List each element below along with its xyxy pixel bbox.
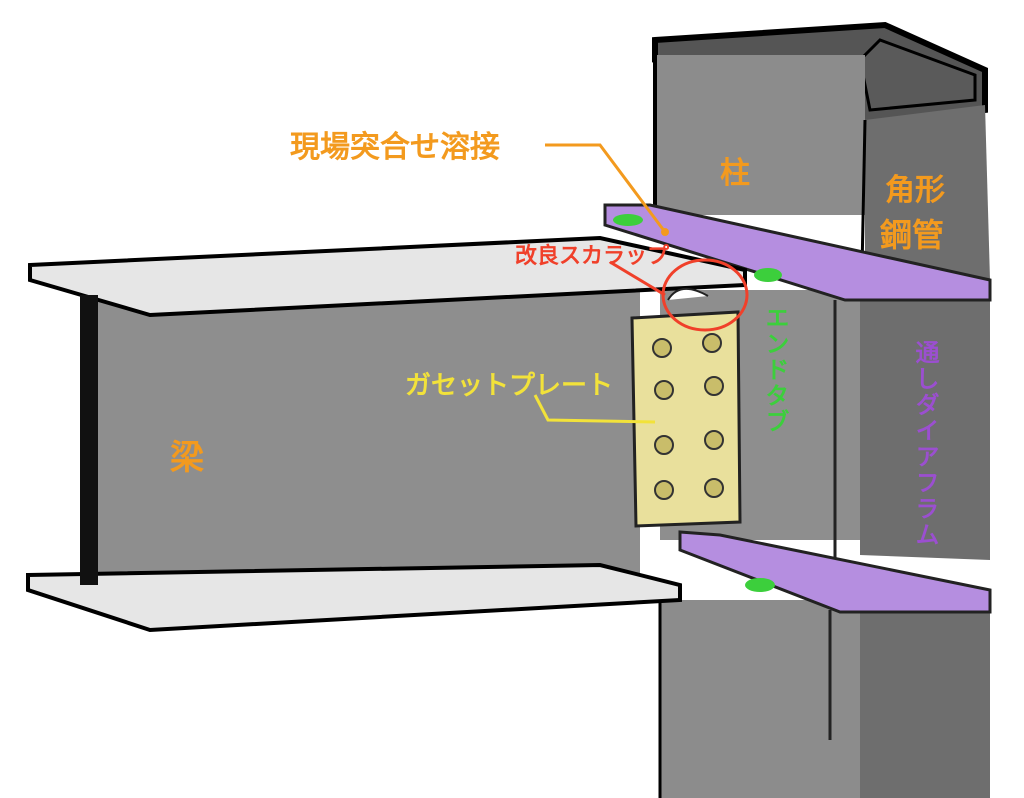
end-tab-upper-left: [613, 214, 643, 226]
through-diaphragm-upper: [603, 203, 992, 302]
gusset-leader: [533, 394, 656, 424]
label-beam: 梁: [170, 438, 204, 478]
label-end-tab: エンドタブ: [761, 305, 789, 435]
label-field-butt-weld: 現場突合せ溶接: [290, 130, 500, 165]
bolts: [652, 333, 724, 500]
end-tab-upper-right: [754, 268, 782, 282]
beam: [26, 235, 747, 633]
label-gusset-plate: ガセットプレート: [405, 371, 614, 401]
weld-leader: [545, 143, 667, 233]
label-through-diaphragm: 通しダイアフラム: [911, 340, 939, 548]
through-diaphragm-lower: [678, 530, 992, 614]
label-improved-scallop: 改良スカラップ: [515, 244, 670, 269]
gusset-plate: [630, 310, 742, 528]
label-square-steel-tube-2: 鋼管: [880, 216, 945, 254]
end-tab-lower: [745, 578, 775, 592]
label-square-steel-tube-1: 角形: [885, 173, 945, 208]
scallop-leader: [609, 260, 666, 297]
label-column: 柱: [720, 156, 750, 191]
